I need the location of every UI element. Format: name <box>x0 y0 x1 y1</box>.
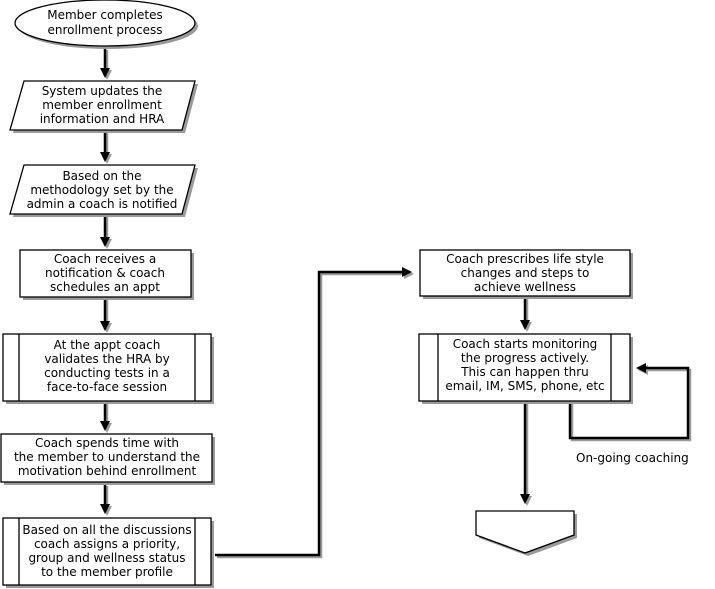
node-monitor-progress-line: the progress actively. <box>461 351 589 365</box>
connector-monitor-to-terminator <box>520 401 532 506</box>
connector-system-to-notified <box>100 130 112 164</box>
node-coach-receives: Coach receives a notification & coach sc… <box>19 249 194 300</box>
node-coach-receives-line: Coach receives a <box>54 252 156 266</box>
node-validate-hra-line: face-to-face session <box>47 380 167 394</box>
node-system-update-line: member enrollment <box>42 98 162 112</box>
connector-start-to-system <box>100 48 112 80</box>
node-monitor-progress: Coach starts monitoring the progress act… <box>418 333 633 404</box>
node-understand-motivation-line: motivation behind enrollment <box>18 464 197 478</box>
node-assign-priority-line: group and wellness status <box>28 551 185 565</box>
node-assign-priority-line: to the member profile <box>41 565 173 579</box>
connector-ongoing-coaching-loop <box>568 363 692 442</box>
node-coach-notified: Based on the methodology set by the admi… <box>9 164 198 217</box>
node-validate-hra-line: conducting tests in a <box>44 366 170 380</box>
node-start-line: enrollment process <box>48 23 163 37</box>
node-start: Member completes enrollment process <box>14 0 198 49</box>
connector-prescribe-to-monitor <box>520 296 532 332</box>
connector-notified-to-receives <box>100 214 112 249</box>
node-understand-motivation-line: Coach spends time with <box>35 436 179 450</box>
connector-validate-to-motivation <box>100 401 112 433</box>
node-coach-receives-line: notification & coach <box>45 266 165 280</box>
node-prescribe-changes-line: Coach prescribes life style <box>446 252 604 266</box>
node-coach-notified-line: Based on the <box>62 169 141 183</box>
node-assign-priority-line: Based on all the discussions <box>22 523 191 537</box>
node-monitor-progress-line: This can happen thru <box>460 365 589 379</box>
node-system-update: System updates the member enrollment inf… <box>9 80 198 133</box>
node-validate-hra-line: validates the HRA by <box>44 352 169 366</box>
node-coach-receives-line: schedules an appt <box>50 280 160 294</box>
node-coach-notified-line: admin a coach is notified <box>27 197 178 211</box>
ongoing-coaching-label: On-going coaching <box>576 451 689 465</box>
node-understand-motivation: Coach spends time with the member to und… <box>0 433 215 485</box>
node-coach-notified-line: methodology set by the <box>30 183 173 197</box>
node-start-line: Member completes <box>47 8 162 22</box>
node-assign-priority: Based on all the discussions coach assig… <box>2 517 214 588</box>
node-assign-priority-line: coach assigns a priority, <box>34 537 180 551</box>
node-system-update-line: information and HRA <box>40 112 165 126</box>
node-validate-hra: At the appt coach validates the HRA by c… <box>2 333 214 404</box>
connector-motivation-to-priority <box>100 484 112 516</box>
node-prescribe-changes: Coach prescribes life style changes and … <box>419 249 633 299</box>
node-prescribe-changes-line: achieve wellness <box>474 280 576 294</box>
node-system-update-line: System updates the <box>42 84 163 98</box>
connector-receives-to-validate <box>100 297 112 333</box>
connector-priority-to-prescribe <box>215 267 414 559</box>
node-understand-motivation-line: the member to understand the <box>14 450 200 464</box>
node-monitor-progress-line: Coach starts monitoring <box>453 337 598 351</box>
node-prescribe-changes-line: changes and steps to <box>461 266 590 280</box>
node-monitor-progress-line: email, IM, SMS, phone, etc <box>445 379 604 393</box>
node-offpage-connector <box>475 510 577 556</box>
node-validate-hra-line: At the appt coach <box>54 338 161 352</box>
